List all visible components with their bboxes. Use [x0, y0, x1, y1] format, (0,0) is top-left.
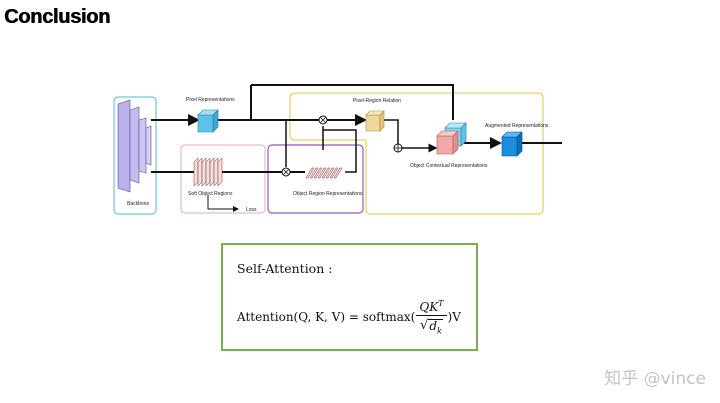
pixel-region-relation-label: Pixel-Region Relation	[353, 98, 401, 104]
self-attention-label: Self-Attention :	[237, 261, 333, 276]
object-regions-box	[267, 144, 364, 214]
relation-box	[289, 92, 544, 215]
soft-object-regions-stack	[193, 157, 223, 187]
connections	[151, 84, 562, 212]
augmented-representations-cube	[501, 131, 523, 157]
augmented-representations-label: Augmented Representations	[485, 123, 549, 129]
formula-lhs: Attention(Q, K, V) = softmax(	[237, 310, 416, 325]
formula-denominator: √dk	[420, 316, 443, 337]
backbone-label: Backbone	[127, 201, 149, 207]
backbone-layers	[117, 99, 152, 193]
pixel-representations-cube	[197, 109, 219, 133]
multiply-operator-icon	[281, 167, 291, 177]
formula-numerator: QKT	[416, 297, 447, 316]
multiply-operator-icon	[318, 115, 328, 125]
slide-title: Conclusion	[4, 6, 110, 28]
soft-object-regions-label: Soft Object Regions	[188, 191, 233, 197]
soft-regions-box	[180, 144, 266, 214]
concat-operator-icon	[393, 143, 403, 153]
loss-label: Loss	[246, 207, 257, 213]
pixel-region-relation-cube	[365, 110, 385, 132]
self-attention-formula: Attention(Q, K, V) = softmax( QKT √dk )V	[237, 297, 461, 337]
object-contextual-representations-cube	[436, 122, 467, 155]
ocr-architecture-diagram: Backbone	[113, 84, 562, 215]
formula-fraction: QKT √dk	[416, 297, 447, 337]
sqrt-icon: √dk	[420, 318, 443, 336]
pixel-representations-label: Pixel Representations	[186, 97, 235, 103]
watermark: 知乎 @vince	[604, 369, 706, 389]
object-region-representations-stack	[305, 167, 343, 179]
backbone-box	[113, 96, 157, 215]
formula-rhs: )V	[447, 310, 461, 325]
self-attention-formula-box: Self-Attention : Attention(Q, K, V) = so…	[221, 243, 478, 351]
object-contextual-representations-label: Object Contextual Representations	[410, 163, 488, 169]
object-region-representations-label: Object Region Representations	[293, 191, 363, 197]
